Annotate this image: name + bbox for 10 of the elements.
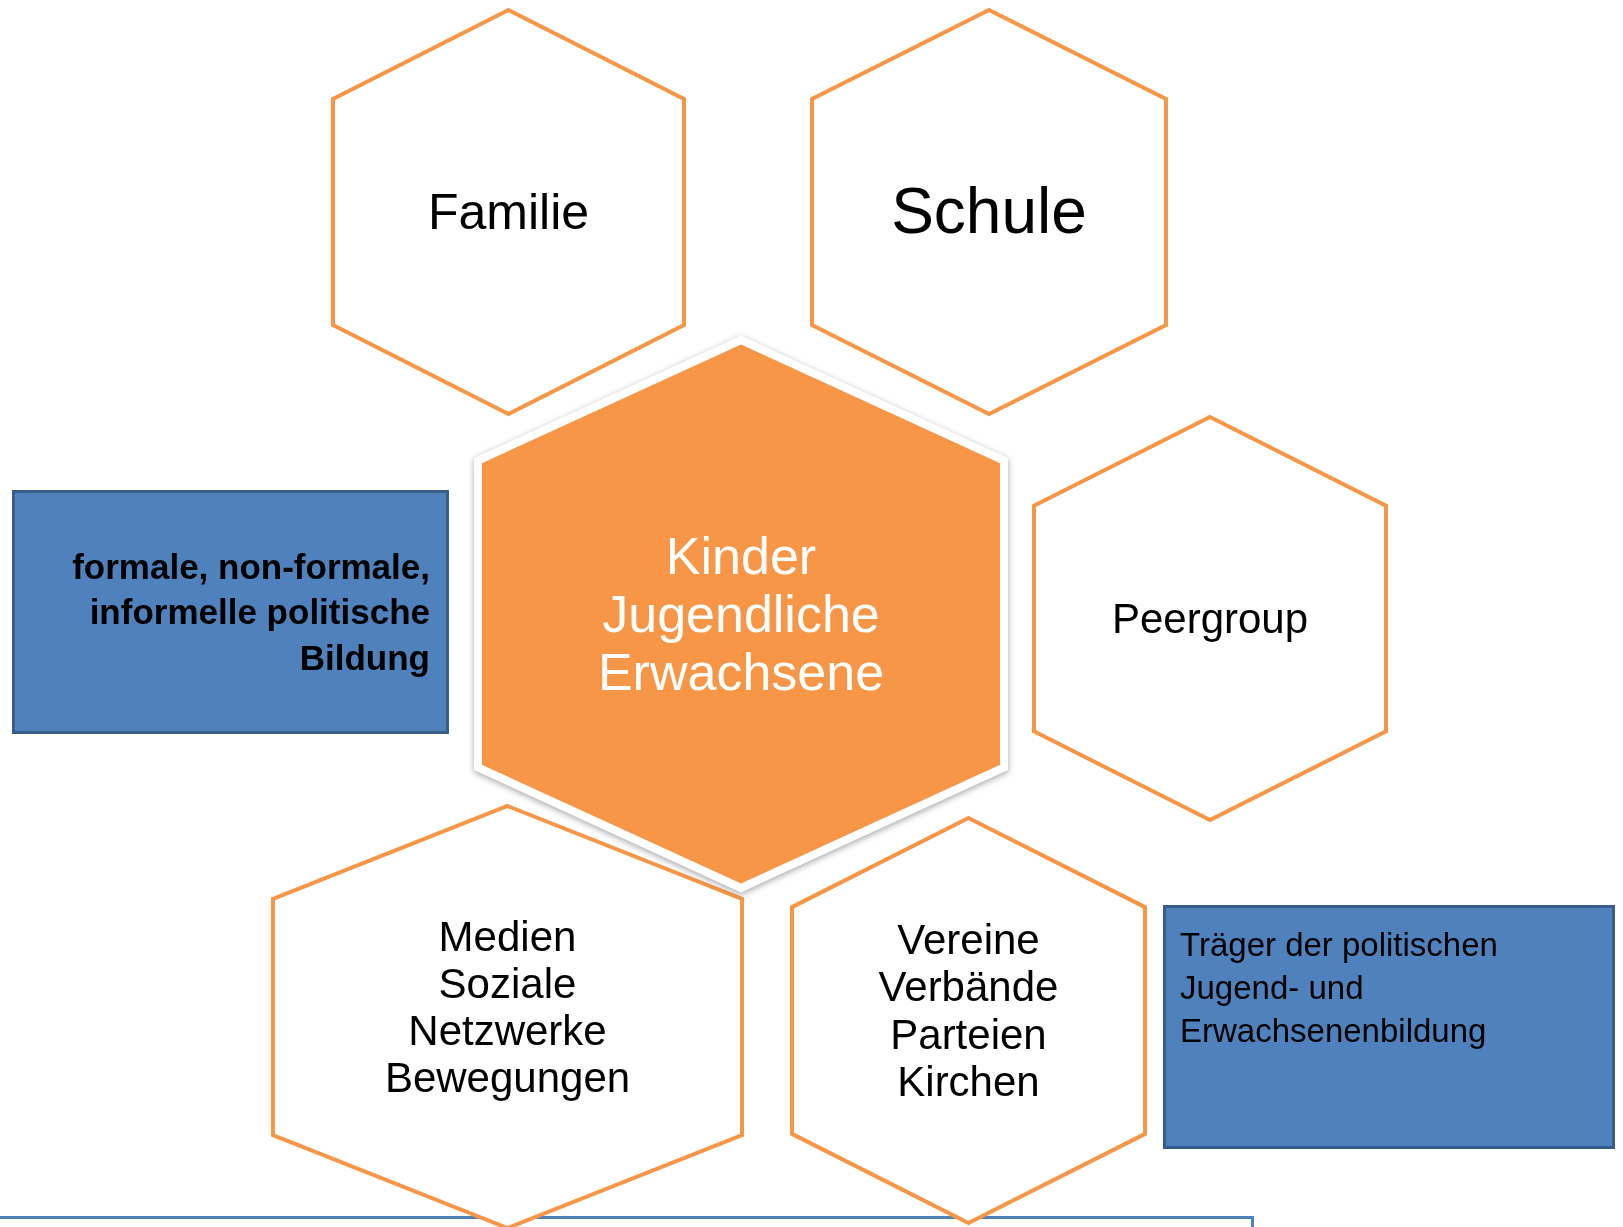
hexagon-label: Schule bbox=[891, 176, 1087, 248]
hexagon-label: Peergroup bbox=[1111, 595, 1309, 642]
text-box bbox=[12, 490, 449, 734]
text-box bbox=[1163, 905, 1615, 1149]
hexagon-label: Vereine Verbände Parteien Kirchen bbox=[878, 916, 1059, 1105]
hexagon-label: Familie bbox=[427, 184, 590, 240]
box-text: formale, non-formale, informelle politische Bildung bbox=[71, 545, 430, 679]
box-text: Träger der politischen Jugend- und Erwachsenenbildung bbox=[1180, 925, 1499, 1051]
hexagon-label: Medien Soziale Netzwerke Bewegungen bbox=[384, 912, 631, 1102]
hexagon-label: Kinder Jugendliche Erwachsene bbox=[597, 526, 885, 702]
